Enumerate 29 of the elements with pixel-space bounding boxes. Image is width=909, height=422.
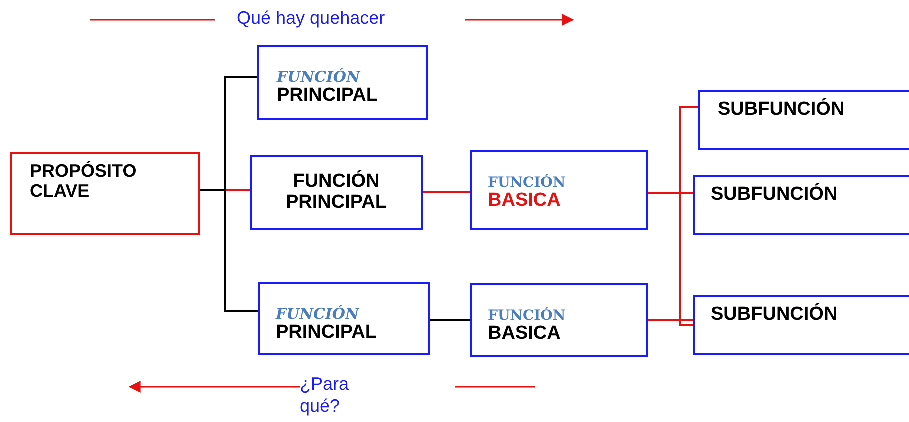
box-text: BASICA (488, 324, 562, 346)
box-text: SUBFUNCIÓN (718, 100, 846, 121)
function-box (258, 282, 430, 355)
box-text: FUNCIÓN (277, 69, 362, 86)
box-text: SUBFUNCIÓN (711, 185, 839, 206)
purpose-box (10, 152, 200, 235)
connector-line (430, 319, 470, 321)
function-box (470, 150, 648, 230)
subfunction-box (693, 295, 909, 355)
function-box (250, 155, 423, 230)
subfunction-box (693, 175, 909, 235)
function-box (470, 283, 648, 357)
function-box (257, 45, 428, 120)
connector-line (423, 192, 470, 194)
connector-line (200, 190, 258, 312)
connector-line (648, 192, 693, 326)
subfunction-box (698, 90, 909, 150)
box-text: SUBFUNCIÓN (711, 305, 839, 326)
box-text: FUNCIÓN (488, 176, 567, 192)
connector-line (648, 319, 693, 321)
box-text: FUNCIÓN (488, 309, 567, 324)
box-text: PRINCIPAL (276, 322, 378, 344)
box-text: PROPÓSITO CLAVE (30, 162, 138, 202)
box-text: BASICA (488, 191, 562, 212)
box-text: FUNCIÓN PRINCIPAL (285, 172, 388, 214)
direction-label: ¿Para qué? (300, 374, 350, 418)
box-text: PRINCIPAL (277, 86, 379, 106)
box-text: FUNCIÓN (276, 306, 361, 322)
direction-label: Qué hay quehacer (237, 8, 386, 30)
